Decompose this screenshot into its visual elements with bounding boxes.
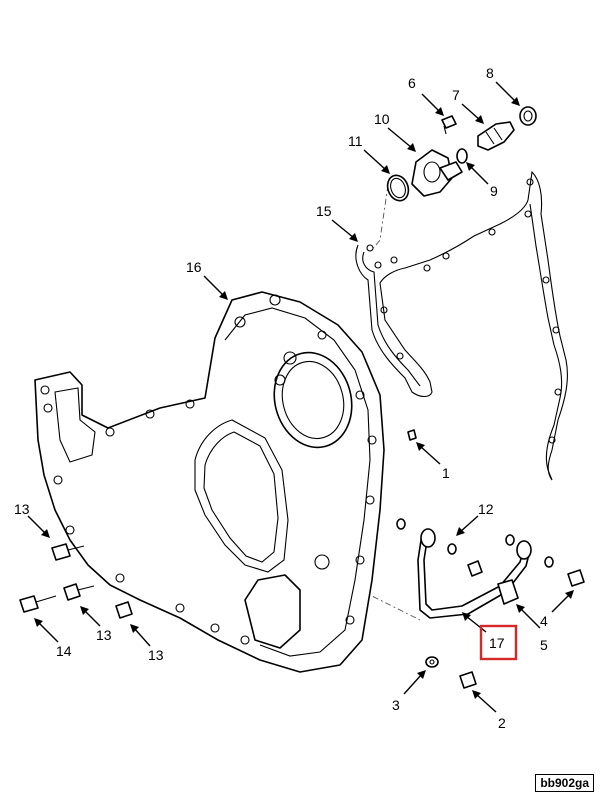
callout-17: 17 xyxy=(489,635,505,651)
callout-9: 9 xyxy=(490,183,498,199)
screw-part-13-c xyxy=(115,601,133,619)
callout-15: 15 xyxy=(316,203,332,219)
tube-assembly-part-17 xyxy=(417,528,532,619)
callout-16: 16 xyxy=(186,259,202,275)
bolt-part-14 xyxy=(19,595,57,613)
callout-13-b: 13 xyxy=(96,627,112,643)
callout-5: 5 xyxy=(540,637,548,653)
gasket-part-15 xyxy=(355,170,568,481)
sensor-part-7 xyxy=(477,121,515,151)
housing-part-10 xyxy=(411,149,463,197)
callout-6: 6 xyxy=(408,75,416,91)
callout-10: 10 xyxy=(374,111,390,127)
callout-13-c: 13 xyxy=(148,647,164,663)
fittings xyxy=(467,560,585,605)
callout-7: 7 xyxy=(452,87,460,103)
callout-12: 12 xyxy=(478,501,494,517)
screw-part-13-b xyxy=(63,583,95,601)
dowel-pin-part-1 xyxy=(407,429,417,441)
leader-lines xyxy=(27,81,574,713)
callout-8: 8 xyxy=(486,65,494,81)
retaining-ring-part-8 xyxy=(519,106,537,126)
callout-4: 4 xyxy=(540,613,548,629)
callout-13-a: 13 xyxy=(14,501,30,517)
callout-17-highlight-box xyxy=(479,624,518,661)
callout-2: 2 xyxy=(498,715,506,731)
bolt-part-2 xyxy=(459,671,477,689)
washer-part-3 xyxy=(425,656,439,668)
o-ring-part-11 xyxy=(386,174,410,202)
front-cover-part-16 xyxy=(34,291,385,673)
callout-14: 14 xyxy=(56,643,72,659)
o-rings-part-12 xyxy=(396,518,554,568)
callout-3: 3 xyxy=(392,697,400,713)
drawing-code-label: bb902ga xyxy=(535,774,594,792)
callout-labels: 6 7 8 10 11 9 15 16 1 12 13 13 13 14 5 4… xyxy=(14,65,548,731)
screw-part-13-a xyxy=(51,543,85,561)
screw-part-6 xyxy=(441,115,457,135)
seal-ring-part-9 xyxy=(456,148,468,164)
callout-1: 1 xyxy=(442,465,450,481)
callout-11: 11 xyxy=(348,133,363,149)
